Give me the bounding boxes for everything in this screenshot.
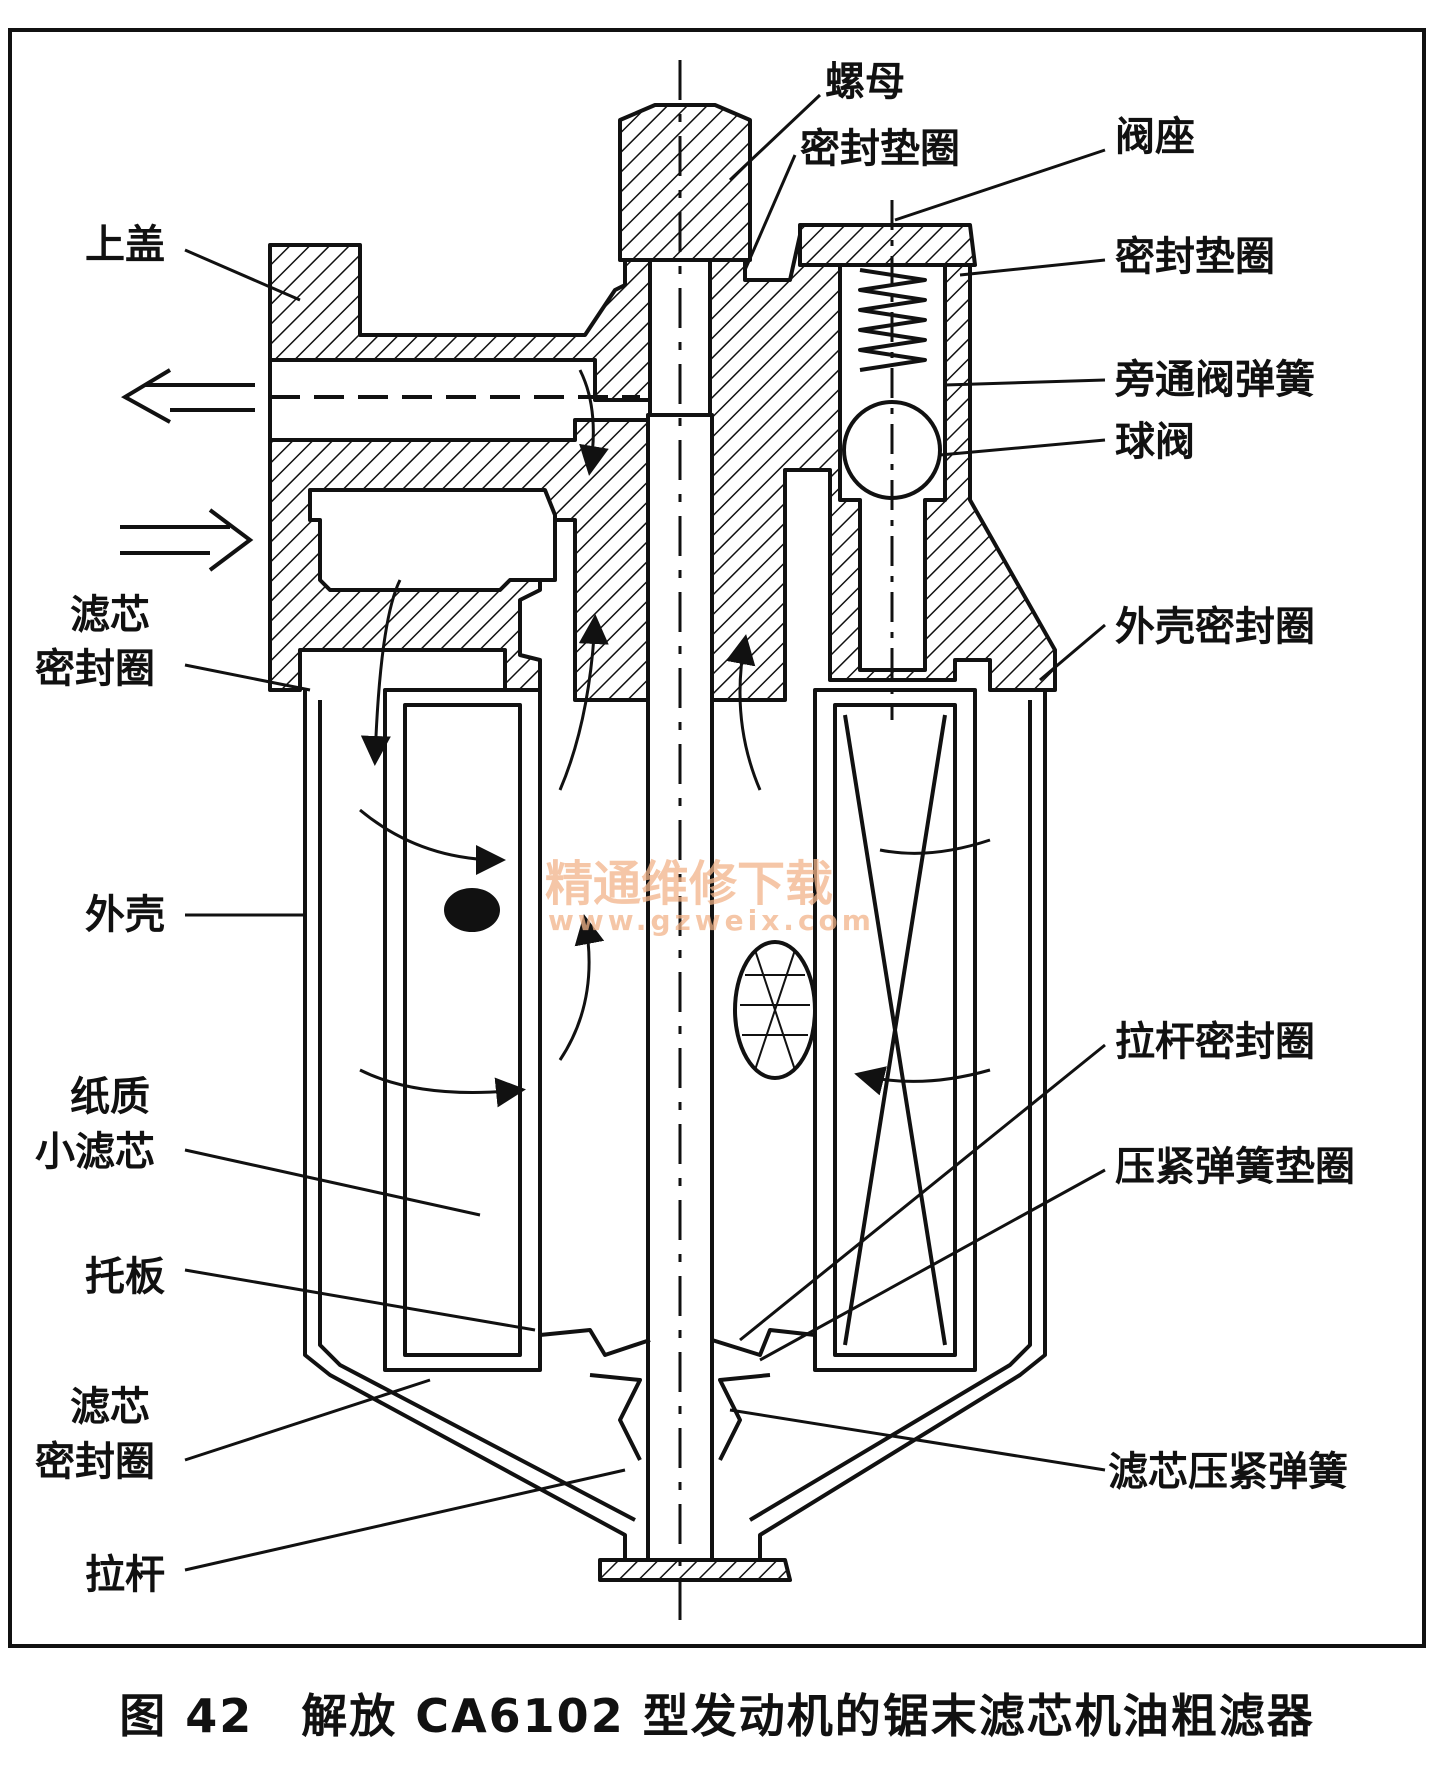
label-spring-washer: 压紧弹簧垫圈 [1115, 1144, 1355, 1190]
lower-cavity [308, 488, 557, 592]
label-tray: 托板 [85, 1254, 165, 1300]
paper-filter-inner [403, 703, 522, 1357]
filter-spring [589, 1373, 771, 1461]
label-paper-filter-1: 纸质 [70, 1074, 150, 1120]
filter-diagram: 精通维修下载 www.gzweix.com 螺母 密封垫圈 阀座 密封垫圈 旁通… [35, 59, 1355, 1620]
oil-hole [444, 888, 500, 932]
watermark-url: www.gzweix.com [548, 904, 875, 937]
figure-caption: 图 42 解放 CA6102 型发动机的锯末滤芯机油粗滤器 [119, 1689, 1315, 1743]
label-top-cover: 上盖 [85, 222, 165, 268]
label-filter-spring: 滤芯压紧弹簧 [1108, 1449, 1348, 1495]
label-valve-seat: 阀座 [1115, 114, 1195, 160]
bypass-spring [858, 268, 927, 372]
label-filter-seal-upper-1: 滤芯 [70, 592, 150, 638]
sawdust-filter-inner [833, 703, 957, 1357]
tray [539, 1328, 816, 1357]
label-housing-seal: 外壳密封圈 [1115, 604, 1315, 650]
label-ball-valve: 球阀 [1115, 419, 1195, 465]
watermark-title: 精通维修下载 [545, 856, 833, 912]
label-seal-washer-top: 密封垫圈 [800, 126, 960, 172]
bottom-cap [598, 1558, 792, 1582]
outlet-arrow [121, 368, 255, 424]
label-paper-filter-2: 小滤芯 [35, 1129, 155, 1175]
diagram-frame [8, 28, 1426, 1648]
label-housing: 外壳 [85, 892, 165, 938]
valve-seat-cap [798, 223, 977, 267]
label-seal-washer-right: 密封垫圈 [1115, 234, 1275, 280]
paper-filter-outer [383, 688, 542, 1372]
label-rod-seal: 拉杆密封圈 [1115, 1019, 1315, 1065]
nut [618, 103, 752, 262]
label-filter-seal-upper-2: 密封圈 [35, 646, 155, 692]
label-filter-seal-lower-1: 滤芯 [70, 1384, 150, 1430]
outer-housing-inner [318, 700, 1032, 1522]
label-nut: 螺母 [825, 59, 905, 105]
inlet-arrow [120, 508, 254, 572]
label-filter-seal-lower-2: 密封圈 [35, 1439, 155, 1485]
label-pull-rod: 拉杆 [85, 1552, 165, 1598]
label-bypass-spring: 旁通阀弹簧 [1114, 357, 1315, 403]
